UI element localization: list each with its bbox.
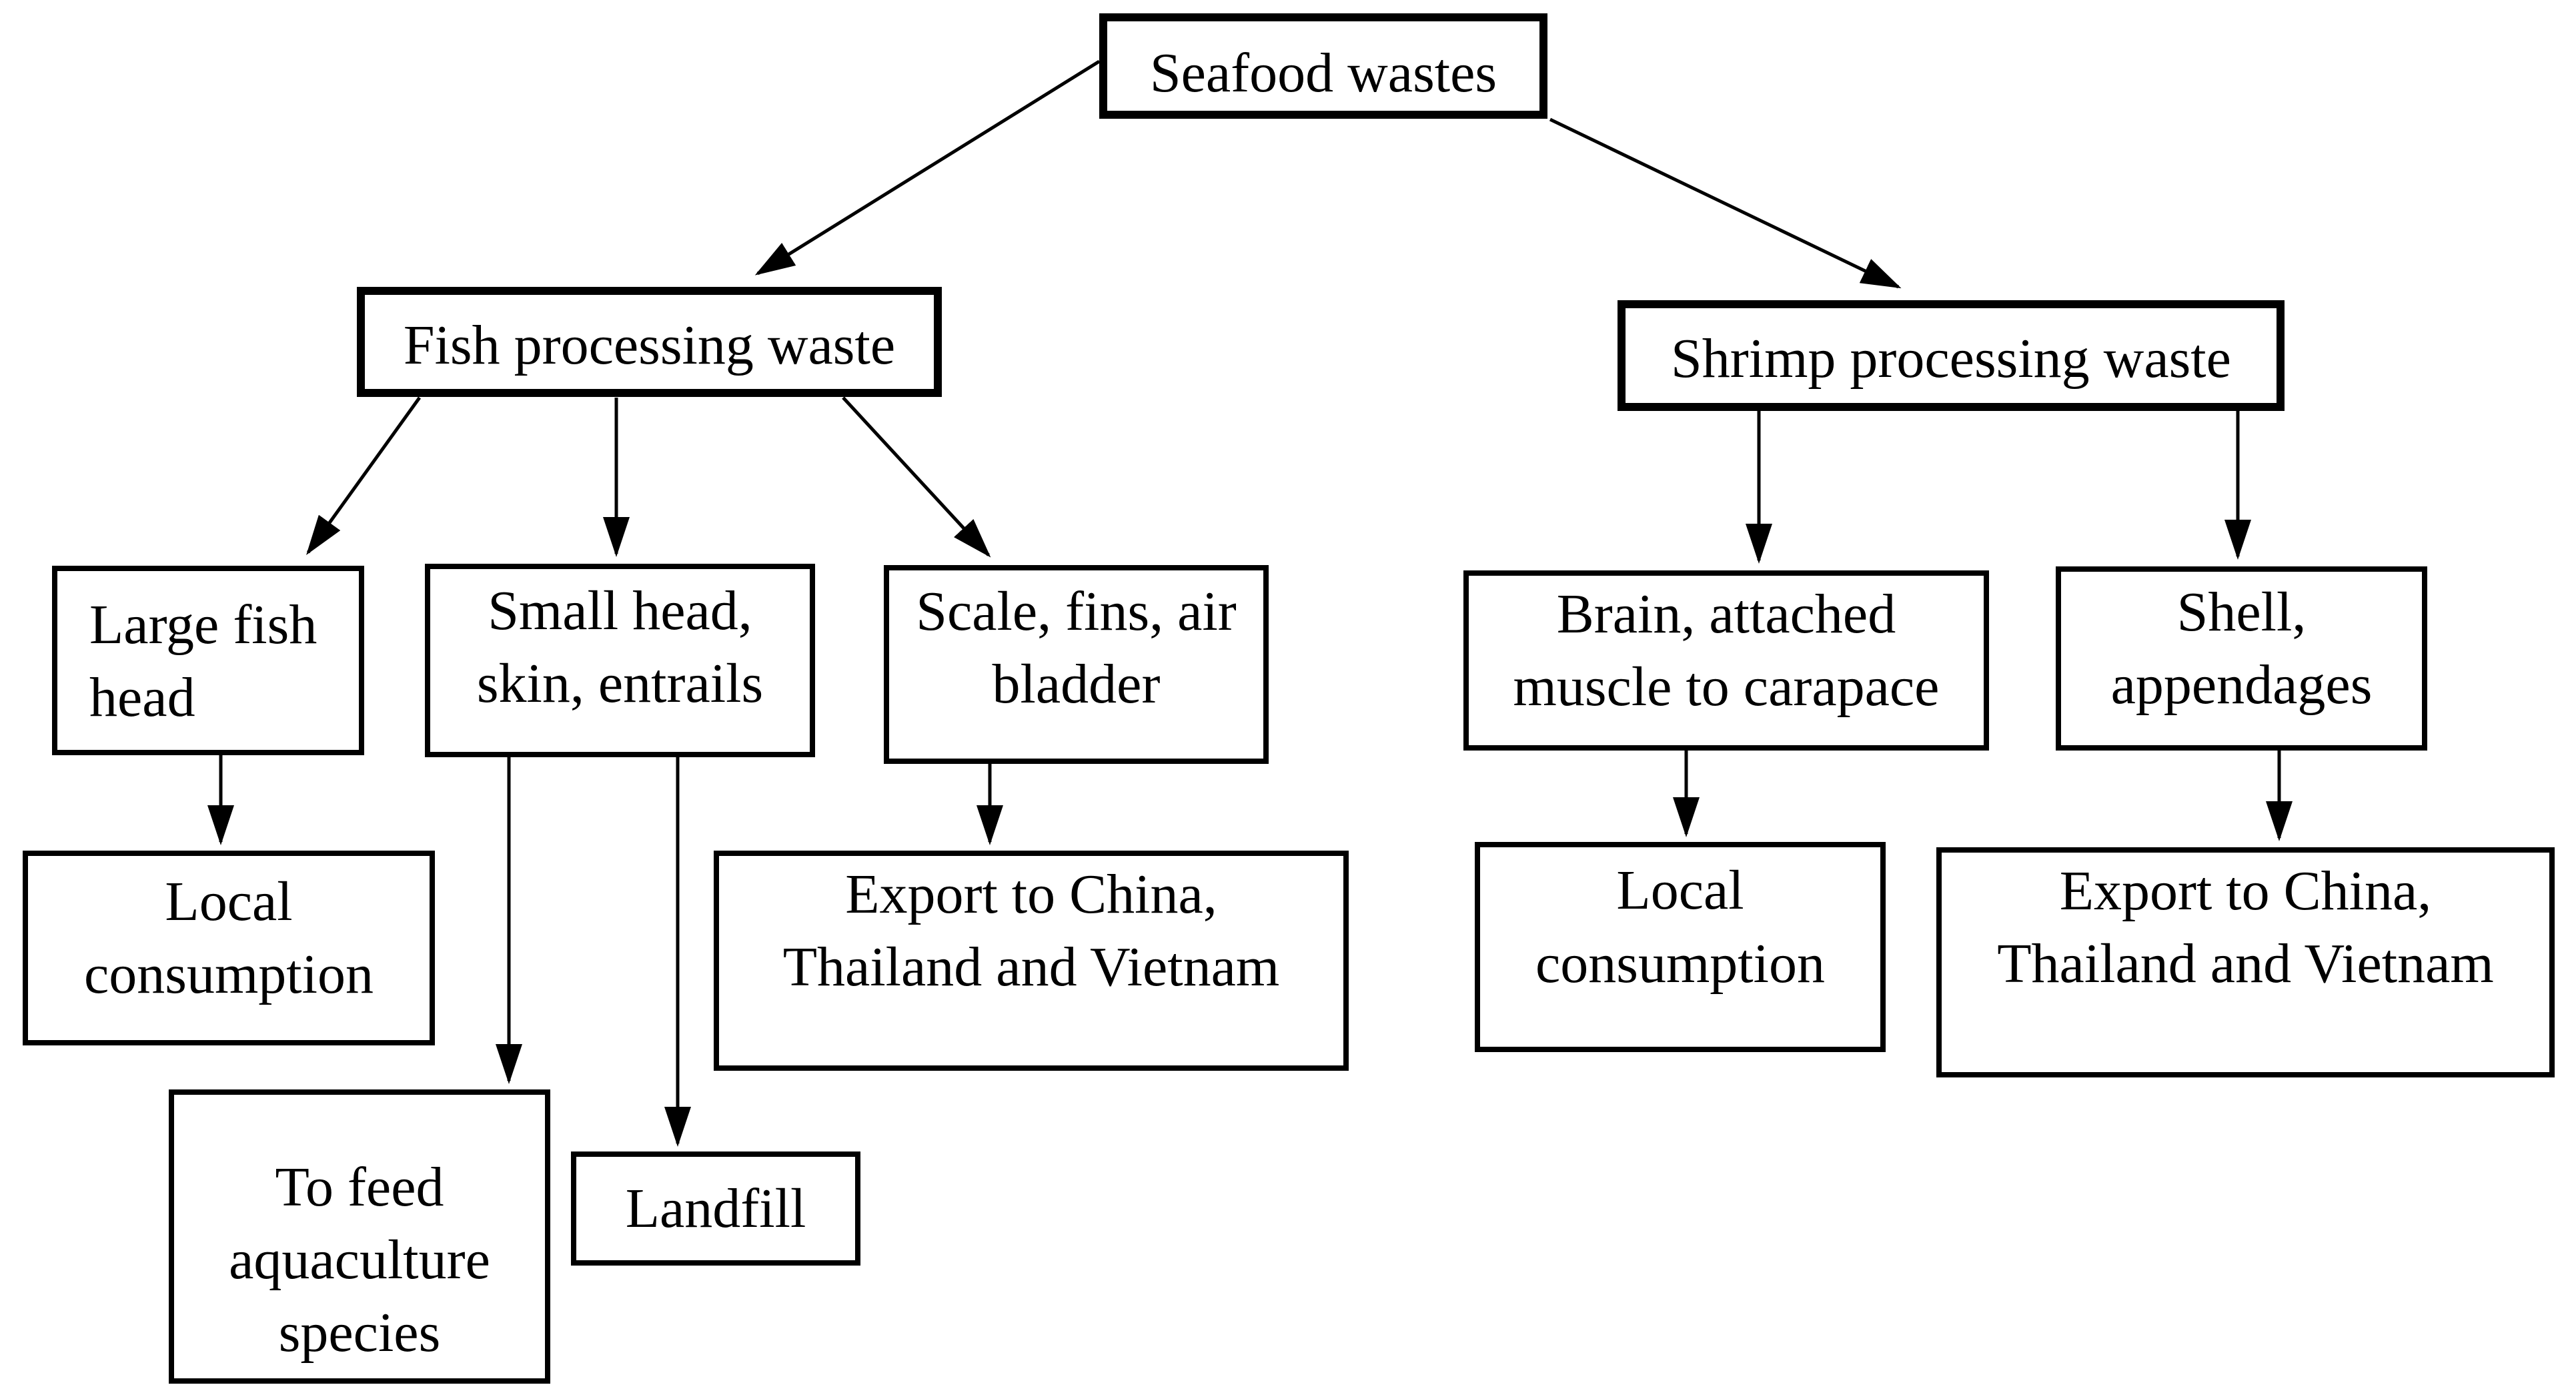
arrow-seafood-to-shrimp — [1549, 117, 1902, 289]
node-seafood-wastes-label: Seafood wastes — [1149, 42, 1497, 105]
node-feed-aquaculture-species-label: To feed aquaculture species — [229, 1155, 490, 1364]
node-landfill: Landfill — [571, 1151, 860, 1266]
arrow-fish-to-large-head — [306, 396, 422, 556]
node-export-china-thailand-vietnam-fish-label: Export to China, Thailand and Vietnam — [782, 863, 1280, 998]
node-feed-aquaculture-species: To feed aquaculture species — [169, 1089, 550, 1384]
arrow-seafood-to-fish — [754, 59, 1101, 276]
node-local-consumption-fish: Local consumption — [23, 851, 435, 1045]
node-seafood-wastes: Seafood wastes — [1099, 13, 1547, 119]
node-shrimp-processing-waste-label: Shrimp processing waste — [1671, 328, 2231, 390]
node-shell-appendages-label: Shell, appendages — [2110, 580, 2373, 716]
node-export-china-thailand-vietnam-shrimp: Export to China, Thailand and Vietnam — [1936, 847, 2555, 1077]
node-scale-fins-air-bladder: Scale, fins, air bladder — [884, 565, 1269, 764]
node-large-fish-head-label: Large fish head — [89, 594, 317, 729]
node-scale-fins-air-bladder-label: Scale, fins, air bladder — [916, 580, 1237, 715]
node-local-consumption-shrimp-label: Local consumption — [1535, 859, 1825, 995]
node-brain-attached-muscle-label: Brain, attached muscle to carapace — [1513, 582, 1940, 718]
node-small-head-skin-entrails: Small head, skin, entrails — [425, 564, 815, 757]
node-export-china-thailand-vietnam-fish: Export to China, Thailand and Vietnam — [714, 851, 1349, 1071]
node-fish-processing-waste: Fish processing waste — [357, 287, 942, 397]
node-shell-appendages: Shell, appendages — [2056, 566, 2427, 751]
node-brain-attached-muscle: Brain, attached muscle to carapace — [1463, 570, 1989, 751]
node-shrimp-processing-waste: Shrimp processing waste — [1618, 300, 2285, 411]
node-small-head-skin-entrails-label: Small head, skin, entrails — [476, 579, 764, 715]
node-landfill-label: Landfill — [625, 1177, 806, 1240]
node-export-china-thailand-vietnam-shrimp-label: Export to China, Thailand and Vietnam — [1997, 859, 2494, 995]
node-local-consumption-fish-label: Local consumption — [84, 870, 374, 1005]
node-large-fish-head: Large fish head — [52, 566, 364, 755]
node-fish-processing-waste-label: Fish processing waste — [403, 314, 896, 376]
node-local-consumption-shrimp: Local consumption — [1475, 842, 1886, 1052]
arrow-fish-to-scale-fins — [842, 396, 991, 558]
